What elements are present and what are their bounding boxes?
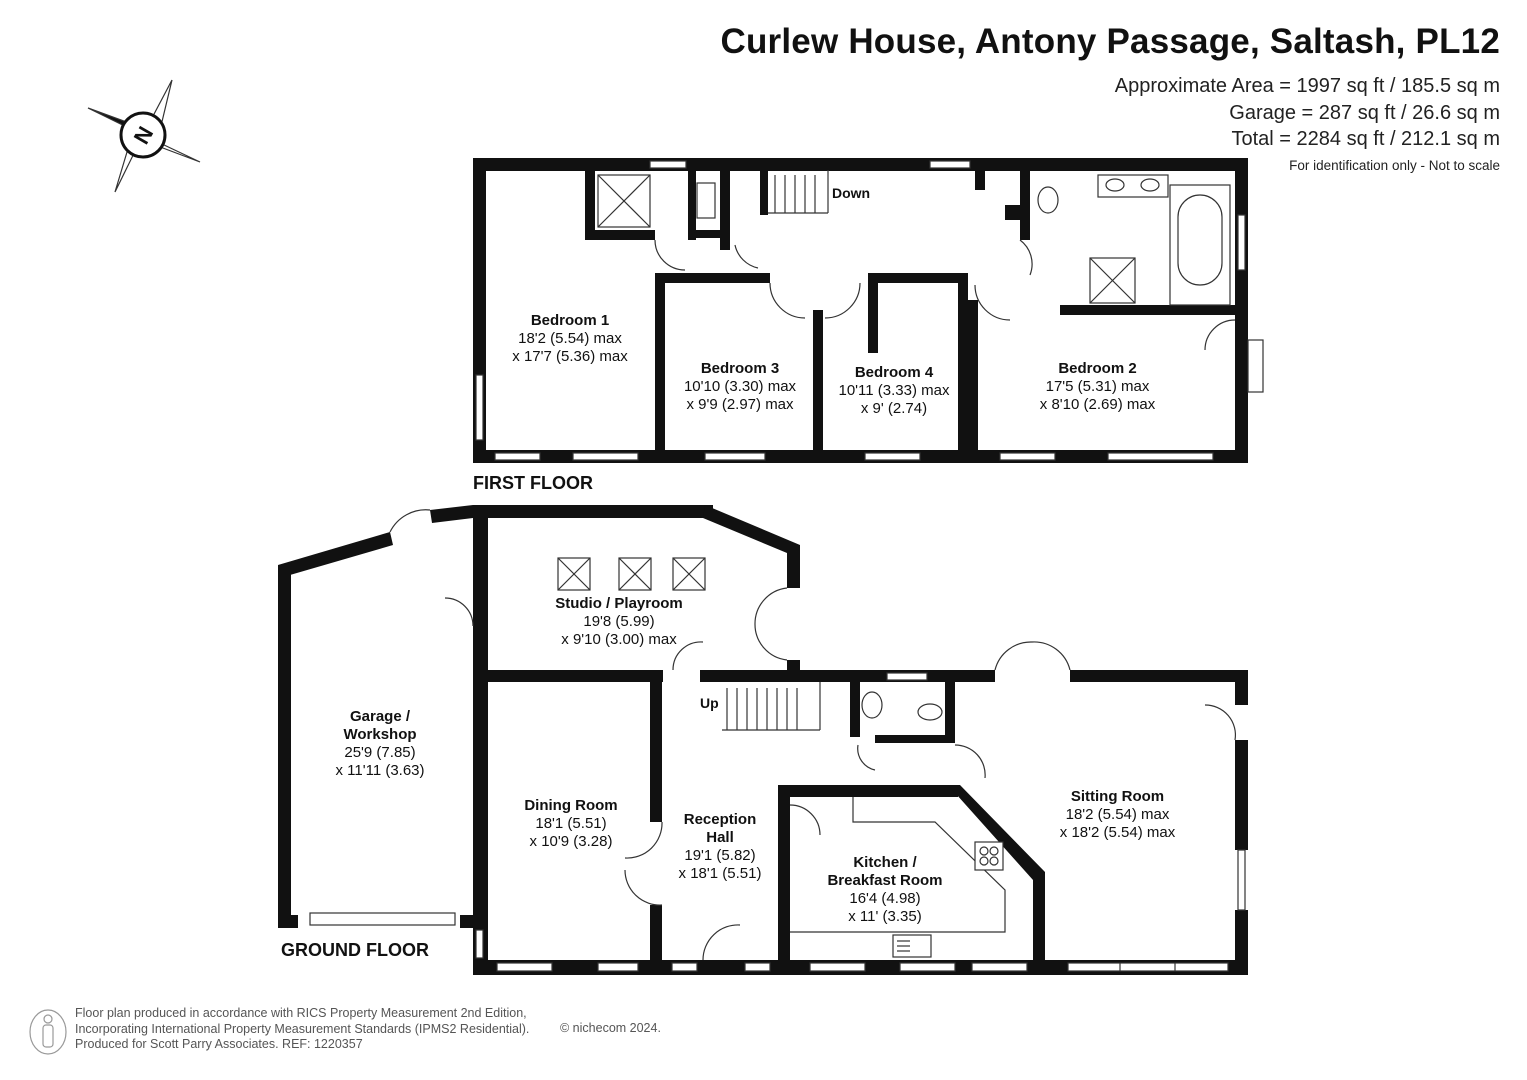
footer-line-2: Incorporating International Property Mea… — [75, 1021, 530, 1036]
page-title: Curlew House, Antony Passage, Saltash, P… — [720, 22, 1500, 61]
room-dimension: 25'9 (7.85) — [344, 744, 416, 761]
stairs-down-label: Down — [832, 185, 871, 201]
room-dimension: x 9' (2.74) — [860, 400, 928, 417]
room-name: Garage / — [349, 708, 411, 725]
room-bedroom-3: Bedroom 3 10'10 (3.30) max x 9'9 (2.97) … — [660, 360, 820, 414]
room-dimension: 18'2 (5.54) max — [1065, 806, 1170, 823]
room-name: Dining Room — [524, 797, 618, 814]
skylight-icons — [557, 557, 706, 591]
footer-line-3: Produced for Scott Parry Associates. REF… — [75, 1037, 363, 1051]
room-garage-workshop: Garage / Workshop 25'9 (7.85) x 11'11 (3… — [305, 708, 455, 780]
room-name: Sitting Room — [1070, 788, 1165, 805]
room-dimension: x 18'1 (5.51) — [678, 865, 762, 882]
room-dimension: x 18'2 (5.54) max — [1059, 824, 1176, 841]
footer-notes: Floor plan produced in accordance with R… — [75, 1006, 529, 1053]
room-name: Bedroom 3 — [700, 360, 780, 377]
room-bedroom-1: Bedroom 1 18'2 (5.54) max x 17'7 (5.36) … — [490, 312, 650, 366]
room-dimension: x 10'9 (3.28) — [529, 833, 613, 850]
room-dimension: 17'5 (5.31) max — [1045, 378, 1150, 395]
stairs-up-label: Up — [700, 695, 719, 711]
room-name: Kitchen / — [853, 854, 917, 871]
room-dimension: 19'8 (5.99) — [583, 613, 655, 630]
room-studio-playroom: Studio / Playroom 19'8 (5.99) x 9'10 (3.… — [530, 595, 708, 649]
copyright: © nichecom 2024. — [560, 1021, 661, 1035]
room-name: Studio / Playroom — [555, 595, 683, 612]
room-dimension: x 11'11 (3.63) — [335, 762, 425, 779]
room-name-line-2: Breakfast Room — [827, 872, 943, 889]
garage-area: Garage = 287 sq ft / 26.6 sq m — [1229, 102, 1500, 124]
room-name: Reception — [683, 811, 757, 828]
room-dimension: x 11' (3.35) — [848, 908, 922, 925]
room-dimension: 16'4 (4.98) — [849, 890, 921, 907]
room-name-line-2: Hall — [706, 829, 734, 846]
person-icon — [29, 1009, 67, 1055]
footer-line-1: Floor plan produced in accordance with R… — [75, 1006, 527, 1020]
identification-note: For identification only - Not to scale — [1289, 158, 1500, 173]
room-name: Bedroom 4 — [854, 364, 934, 381]
room-bedroom-4: Bedroom 4 10'11 (3.33) max x 9' (2.74) — [818, 364, 970, 418]
room-dimension: x 9'9 (2.97) max — [686, 396, 794, 413]
total-area: Total = 2284 sq ft / 212.1 sq m — [1231, 128, 1501, 150]
ground-floor-label: GROUND FLOOR — [281, 940, 429, 960]
first-floor-label: FIRST FLOOR — [473, 473, 593, 493]
room-dimension: x 8'10 (2.69) max — [1039, 396, 1156, 413]
room-dimension: x 9'10 (3.00) max — [561, 631, 677, 648]
room-kitchen-breakfast: Kitchen / Breakfast Room 16'4 (4.98) x 1… — [795, 854, 975, 926]
first-floor-details — [475, 160, 1264, 461]
room-dimension: 19'1 (5.82) — [684, 847, 756, 864]
compass-rose-icon: N — [87, 79, 201, 193]
room-name: Bedroom 1 — [530, 312, 610, 329]
room-dimension: 18'1 (5.51) — [535, 815, 607, 832]
room-dimension: 10'11 (3.33) max — [838, 382, 950, 399]
room-dining-room: Dining Room 18'1 (5.51) x 10'9 (3.28) — [495, 797, 647, 851]
room-dimension: x 17'7 (5.36) max — [512, 348, 628, 365]
room-dimension: 10'10 (3.30) max — [683, 378, 797, 395]
room-name: Bedroom 2 — [1058, 360, 1137, 377]
room-name-line-2: Workshop — [343, 726, 417, 743]
room-reception-hall: Reception Hall 19'1 (5.82) x 18'1 (5.51) — [664, 811, 776, 883]
ground-floor-details — [309, 509, 1246, 972]
room-sitting-room: Sitting Room 18'2 (5.54) max x 18'2 (5.5… — [1030, 788, 1205, 842]
room-dimension: 18'2 (5.54) max — [518, 330, 622, 347]
room-bedroom-2: Bedroom 2 17'5 (5.31) max x 8'10 (2.69) … — [1010, 360, 1185, 414]
approximate-area: Approximate Area = 1997 sq ft / 185.5 sq… — [1114, 75, 1500, 97]
